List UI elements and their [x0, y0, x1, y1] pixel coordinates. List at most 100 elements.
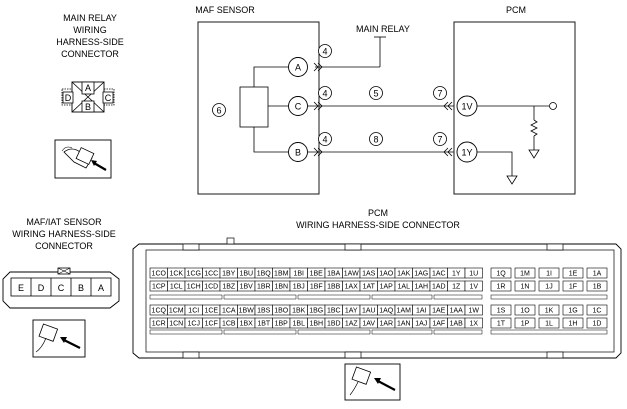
pcm-pin-1k-cell [538, 304, 560, 316]
pcm-pin-1l: 1L [545, 321, 553, 328]
pcm-pin-1h: 1H [569, 321, 578, 328]
pcm-pin-1z: 1Z [452, 284, 461, 291]
pcm-pin-1c: 1C [593, 308, 602, 315]
pcm-pin-1ba: 1BA [327, 271, 341, 278]
pcm-row-separator [223, 294, 297, 300]
pcm-pin-1cb: 1CB [222, 321, 236, 328]
pcm-pin-1a-cell [586, 267, 608, 279]
pcm-pin-1bw: 1BW [239, 308, 255, 315]
maf-terminal-c: C [288, 96, 308, 116]
pcm-pin-1ab: 1AB [450, 321, 464, 328]
pcm-pin-1o-cell [514, 304, 536, 316]
pcm-connector-title-line-1: PCM [368, 208, 388, 218]
pcm-pin-1at: 1AT [363, 284, 376, 291]
pcm-pin-1ay: 1AY [345, 308, 358, 315]
pcm-pin-1bi: 1BI [293, 271, 304, 278]
svg-text:A: A [295, 63, 301, 73]
maf-iat-pin-e: E [18, 283, 24, 293]
pcm-pin-1bx: 1BX [240, 321, 254, 328]
pcm-pin-1l-cell [538, 317, 560, 329]
pcm-row-separator [149, 294, 223, 300]
main-relay-pin-c: C [105, 93, 112, 103]
pcm-pin-1ce: 1CE [204, 308, 218, 315]
pcm-pin-1co: 1CO [152, 271, 167, 278]
pcm-pin-1cf: 1CF [205, 321, 218, 328]
wire-number-4-b: 4 [318, 132, 332, 146]
pcm-row-separator [433, 294, 483, 300]
pcm-pin-1ae: 1AE [432, 308, 446, 315]
pcm-pin-1f: 1F [569, 284, 577, 291]
pcm-pin-1v-cell [464, 280, 483, 292]
pcm-internal-circuit [477, 102, 557, 185]
pcm-pin-1i: 1I [546, 271, 552, 278]
pcm-row-separator [433, 329, 483, 335]
pcm-pin-1x-cell [464, 317, 483, 329]
pcm-pin-1ci: 1CI [188, 308, 199, 315]
ground-wire-b-1y [308, 147, 454, 157]
pcm-pin-1ca: 1CA [222, 308, 236, 315]
maf-iat-title-line-1: MAF/IAT SENSOR [26, 217, 102, 227]
pcm-row-separator [149, 329, 223, 335]
main-relay-title-line-3: HARNESS-SIDE [56, 37, 124, 47]
svg-text:8: 8 [373, 135, 378, 145]
pcm-pin-1cj: 1CJ [188, 321, 200, 328]
signal-wire-c-1v [308, 101, 454, 111]
svg-text:5: 5 [373, 89, 378, 99]
pcm-pin-1bs: 1BS [257, 308, 271, 315]
pcm-pin-1t: 1T [497, 321, 506, 328]
pcm-pin-1t-cell [490, 317, 512, 329]
pcm-pin-1r: 1R [497, 284, 506, 291]
pcm-pin-1g: 1G [568, 308, 577, 315]
svg-text:4: 4 [322, 47, 327, 57]
pcm-pin-1bk: 1BK [292, 308, 306, 315]
main-relay-label: MAIN RELAY [356, 24, 410, 34]
pcm-pin-1b: 1B [593, 284, 602, 291]
pcm-pin-1e: 1E [569, 271, 578, 278]
pcm-pin-1n: 1N [521, 284, 530, 291]
pcm-row-separator [297, 294, 371, 300]
pcm-pin-1by: 1BY [222, 271, 236, 278]
pcm-pin-1p: 1P [521, 321, 530, 328]
pcm-pin-1ch: 1CH [187, 284, 201, 291]
pcm-pin-1cq: 1CQ [152, 308, 167, 315]
maf-iat-pin-c: C [58, 283, 65, 293]
pcm-pin-1j: 1J [545, 284, 552, 291]
pcm-pin-1r-cell [490, 280, 512, 292]
pcm-pin-1bz: 1BZ [222, 284, 236, 291]
pcm-pin-1g-cell [562, 304, 584, 316]
pcm-pin-1cc: 1CC [204, 271, 218, 278]
wire-number-8: 8 [369, 132, 383, 146]
wire-number-5: 5 [369, 86, 383, 100]
pcm-pin-1s: 1S [497, 308, 506, 315]
pcm-pin-1bo: 1BO [274, 308, 289, 315]
pcm-connector-title: PCM WIRING HARNESS-SIDE CONNECTOR [296, 208, 460, 230]
pcm-pin-1aa: 1AA [450, 308, 464, 315]
pcm-pin-1az: 1AZ [345, 321, 359, 328]
maf-sensor-internal-circuit [239, 66, 288, 153]
pcm-pin-1bf: 1BF [310, 284, 323, 291]
maf-terminal-a: A [288, 57, 308, 77]
maf-terminal-b: B [288, 142, 308, 162]
maf-iat-pin-b: B [78, 283, 84, 293]
pcm-terminal-1y: 1Y [456, 141, 478, 163]
main-relay-title-line-4: CONNECTOR [61, 49, 119, 59]
pcm-pin-1h-cell [562, 317, 584, 329]
main-relay-pin-d: D [65, 93, 72, 103]
pcm-pin-1w-cell [464, 304, 483, 316]
pcm-pin-1cg: 1CG [187, 271, 201, 278]
pcm-pin-1k: 1K [545, 308, 554, 315]
pcm-pin-1bu: 1BU [239, 271, 253, 278]
pcm-pin-1q-cell [490, 267, 512, 279]
pcm-pin-1ah: 1AH [414, 284, 428, 291]
pcm-pin-1am: 1AM [397, 308, 412, 315]
pcm-pin-1o: 1O [520, 308, 530, 315]
maf-sensor-title: MAF SENSOR [195, 5, 255, 15]
pcm-row-separator [490, 294, 608, 300]
svg-text:B: B [295, 148, 301, 158]
maf-iat-connector-face: E D C B A [2, 267, 120, 309]
main-relay-connector-face: A B C D [61, 81, 115, 113]
pcm-pin-1s-cell [490, 304, 512, 316]
pcm-pin-1bl: 1BL [293, 321, 306, 328]
